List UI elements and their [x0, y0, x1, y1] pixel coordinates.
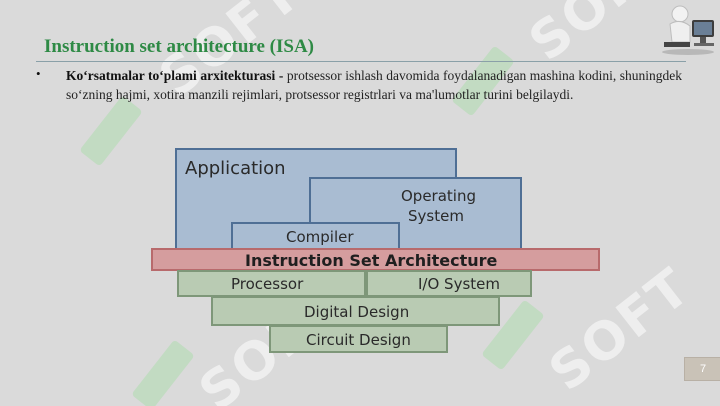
definition-term: Ko‘rsatmalar to‘plami arxitekturasi - — [66, 68, 284, 83]
application-label: Application — [185, 158, 286, 179]
bullet-marker: • — [36, 66, 41, 81]
io-system-label: I/O System — [418, 275, 500, 293]
page-number: 7 — [684, 357, 720, 381]
processor-block: Processor — [177, 270, 366, 297]
isa-label: Instruction Set Architecture — [245, 251, 498, 270]
title-divider — [36, 61, 686, 62]
watermark-mark — [131, 339, 195, 406]
digital-design-block: Digital Design — [211, 296, 500, 326]
operating-system-label-line2: System — [408, 207, 464, 225]
circuit-design-label: Circuit Design — [306, 331, 411, 349]
digital-design-label: Digital Design — [304, 303, 410, 321]
watermark-text: SOFT — [538, 256, 703, 404]
operating-system-label-line1: Operating — [401, 187, 476, 205]
definition-text: protsessor ishlash davomida foydalanadig… — [66, 68, 682, 102]
watermark-mark — [79, 95, 143, 167]
io-system-block: I/O System — [366, 270, 532, 297]
processor-label: Processor — [231, 275, 304, 293]
isa-block: Instruction Set Architecture — [151, 248, 600, 271]
circuit-design-block: Circuit Design — [269, 325, 448, 353]
compiler-label: Compiler — [286, 228, 354, 246]
slide-title: Instruction set architecture (ISA) — [44, 36, 315, 57]
compiler-block: Compiler — [231, 222, 400, 251]
bullet-paragraph: Ko‘rsatmalar to‘plami arxitekturasi - pr… — [66, 66, 682, 104]
person-at-computer-icon — [662, 5, 714, 55]
